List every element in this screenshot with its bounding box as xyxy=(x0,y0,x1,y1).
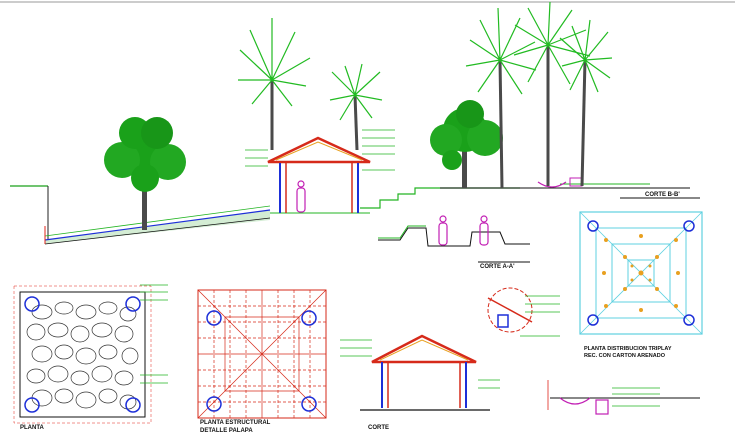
corte-aa-section: CORTE A-A' xyxy=(378,215,530,270)
planta-label: PLANTA xyxy=(20,425,45,431)
planta-distribucion-label-2: REC. CON CARTON ARENADO xyxy=(584,353,666,359)
column-circle-icon xyxy=(125,296,141,312)
site-elevation xyxy=(10,177,690,245)
corte-palapa-roof xyxy=(371,334,477,364)
corte-palapa-roof-inner xyxy=(379,339,469,361)
palm-icon xyxy=(329,63,383,151)
detail-callout-circle xyxy=(487,287,533,333)
column-circle-icon xyxy=(587,220,599,232)
column-circle-icon xyxy=(24,397,40,413)
footing-leaders xyxy=(612,387,660,407)
corte-aa-label: CORTE A-A' xyxy=(480,264,515,270)
column-circle-icon xyxy=(24,296,40,312)
tree-icon xyxy=(430,100,503,188)
detail-leaders xyxy=(520,295,560,337)
corte-aa-green xyxy=(378,225,426,239)
palapa-roof xyxy=(267,136,371,164)
detail-post xyxy=(497,314,509,328)
planta-outline xyxy=(19,291,146,418)
ramp-line-black xyxy=(44,217,271,245)
terrace-steps xyxy=(360,187,520,209)
column-circle-icon xyxy=(125,397,141,413)
footing-block xyxy=(595,399,609,415)
column-circle-icon xyxy=(683,314,695,326)
footing-detail xyxy=(547,380,700,415)
detail-rafter xyxy=(487,297,533,323)
palm-icon xyxy=(465,7,537,189)
corte-palapa-label: CORTE xyxy=(368,425,389,431)
planta-distribucion-label-1: PLANTA DISTRIBUCION TRIPLAY xyxy=(584,346,672,352)
tree-icon xyxy=(104,117,186,230)
planta-estructural-label-1: PLANTA ESTRUCTURAL xyxy=(200,420,271,426)
stone-pattern xyxy=(26,301,139,410)
column-circle-icon xyxy=(683,220,695,232)
column-circle-icon xyxy=(206,310,222,326)
planta-estructural-label-2: DETALLE PALAPA xyxy=(200,428,253,434)
corte-palapa-leaders xyxy=(340,339,500,389)
connection-detail xyxy=(487,287,560,337)
column-circle-icon xyxy=(301,310,317,326)
person-icon xyxy=(438,215,448,246)
corte-aa-profile xyxy=(378,227,530,247)
ramp-fill xyxy=(45,210,270,244)
palm-icon xyxy=(513,1,591,186)
planter-shape xyxy=(537,181,567,188)
planta-estructural-view: PLANTA ESTRUCTURAL DETALLE PALAPA xyxy=(197,289,327,434)
column-circle-icon xyxy=(587,314,599,326)
palapa-roof-inner xyxy=(275,141,363,161)
corte-palapa-view: CORTE xyxy=(340,334,500,431)
ramp-line-green xyxy=(44,205,271,237)
planta-dim-frame xyxy=(13,285,152,424)
corte-bb-label: CORTE B-B' xyxy=(645,192,680,198)
distribucion-ring-2 xyxy=(611,243,671,303)
palapa-section-top xyxy=(267,136,371,213)
estructural-rafters xyxy=(197,289,327,419)
palm-icon xyxy=(559,19,613,187)
footing-curve xyxy=(559,397,591,405)
planta-distribucion-view: PLANTA DISTRIBUCION TRIPLAY REC. CON CAR… xyxy=(579,211,703,359)
palm-icon xyxy=(238,18,311,150)
person-icon xyxy=(296,180,306,213)
distribucion-ring-3 xyxy=(627,259,655,287)
bench-shape xyxy=(569,177,583,187)
person-icon xyxy=(479,215,489,246)
ramp-line-blue xyxy=(44,209,271,241)
distribucion-outline xyxy=(579,211,703,335)
annotation-leaders-top xyxy=(245,129,395,171)
planta-view: PLANTA xyxy=(13,284,168,431)
column-circle-icon xyxy=(301,396,317,412)
distribucion-dots xyxy=(602,234,680,312)
column-circle-icon xyxy=(206,396,222,412)
distribucion-ring-1 xyxy=(595,227,687,319)
planta-leaders xyxy=(140,284,168,384)
